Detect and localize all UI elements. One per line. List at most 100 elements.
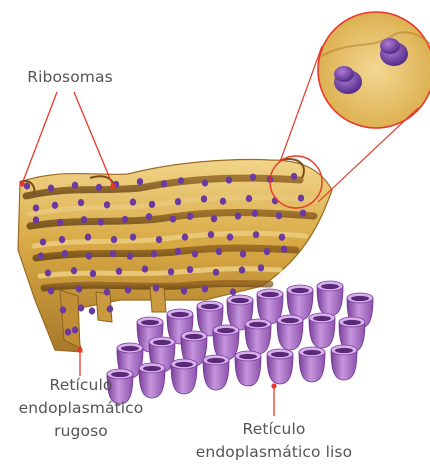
ribosome-dot — [298, 194, 304, 201]
ribosome-dot — [264, 248, 270, 255]
ribosome-dot — [72, 326, 78, 333]
label-rough-er-line1: Retículo — [8, 374, 154, 397]
ribosome-dot — [24, 182, 30, 189]
smooth-er-tubule — [299, 347, 325, 382]
ribosome-dot — [149, 201, 155, 208]
ribosome-dot — [104, 201, 110, 208]
ribosome-dot — [98, 218, 104, 225]
smooth-er-tubule — [267, 349, 293, 384]
ribosome-dot — [235, 212, 241, 219]
ribosome-dot — [62, 250, 68, 257]
ribosome-dot — [187, 213, 193, 220]
ribosome-dot — [85, 233, 91, 240]
ribosome-dot — [211, 215, 217, 222]
ribosome-dot — [246, 195, 252, 202]
smooth-er-tubule — [235, 351, 261, 386]
ribosome-dot — [240, 250, 246, 257]
ribosome-dot — [96, 184, 102, 191]
ribosome-dot — [72, 182, 78, 189]
ribosome-dot — [89, 307, 95, 314]
ribosome-dot — [78, 304, 84, 311]
label-rough-er-line3: rugoso — [8, 420, 154, 443]
ribosome-dot — [151, 250, 157, 257]
ribosome-dot — [291, 173, 297, 180]
ribosome-dot — [76, 285, 82, 292]
ribosome-dot — [130, 199, 136, 206]
ribosome-dot — [170, 215, 176, 222]
ribosome-dot — [250, 174, 256, 181]
ribosome-dot — [202, 179, 208, 186]
ribosome-dot — [281, 246, 287, 253]
ribosome-dot — [110, 250, 116, 257]
ribosome-dot — [52, 202, 58, 209]
ribosome-dot — [208, 231, 214, 238]
ribosome-dot — [127, 253, 133, 260]
ribosome-dot — [276, 212, 282, 219]
smooth-er-tubule — [317, 281, 343, 316]
ribosome-dot — [48, 185, 54, 192]
ribosome-dot — [213, 269, 219, 276]
ribosome-dot — [230, 288, 236, 295]
ribosome-dot — [156, 236, 162, 243]
ribosome-dot — [116, 268, 122, 275]
ribosome-dot — [33, 216, 39, 223]
ribosome-dot — [216, 248, 222, 255]
ribosome-dot — [137, 178, 143, 185]
ribosome-dot — [192, 250, 198, 257]
ribosome-dot — [168, 268, 174, 275]
ribosome-dot — [201, 195, 207, 202]
ribosomas-leader-right-dot — [110, 183, 115, 188]
ribosome-dot — [57, 219, 63, 226]
ribosomas-leader-right — [74, 92, 113, 186]
ribosome-dot — [65, 328, 71, 335]
ribosome-dot — [227, 234, 233, 241]
ribosome-dot — [153, 284, 159, 291]
ribosomas-leader-left — [22, 92, 57, 184]
ribosome-dot — [181, 287, 187, 294]
label-smooth-er-line2: endoplasmático liso — [186, 441, 362, 464]
ribosome-dot — [81, 216, 87, 223]
ribosome-dot — [226, 176, 232, 183]
ribosome-dot — [142, 265, 148, 272]
ribosome-dot — [107, 305, 113, 312]
ribosome-dot — [71, 267, 77, 274]
ribosome-dot — [175, 248, 181, 255]
ribosome-dot — [253, 231, 259, 238]
liso-leader-dot — [271, 383, 276, 388]
ribosome-dot — [78, 199, 84, 206]
ribosome-dot — [90, 270, 96, 277]
ribosome-dot — [111, 236, 117, 243]
label-ribosomas: Ribosomas — [10, 66, 130, 89]
ribosome-dot — [258, 264, 264, 271]
smooth-er-tubule — [309, 313, 335, 348]
label-rough-er: Retículo endoplasmático rugoso — [8, 374, 154, 443]
ribosome-dot — [38, 252, 44, 259]
ribosome-dot — [182, 234, 188, 241]
ribosome-dot — [60, 306, 66, 313]
ribosome-dot — [33, 204, 39, 211]
ribosome-dot — [175, 198, 181, 205]
ribosome-dot — [59, 236, 65, 243]
ribosome-dot — [45, 269, 51, 276]
smooth-er-tubule — [277, 315, 303, 350]
label-smooth-er-line1: Retículo — [186, 418, 362, 441]
smooth-er-tubule — [245, 319, 271, 354]
ribosome-dot — [187, 266, 193, 273]
ribosome-dot — [239, 266, 245, 273]
ribosome-dot — [122, 216, 128, 223]
ribosome-dot — [48, 287, 54, 294]
label-rough-er-line2: endoplasmático — [8, 397, 154, 420]
ribosome-dot — [104, 288, 110, 295]
label-smooth-er: Retículo endoplasmático liso — [186, 418, 362, 464]
ribosome-dot — [178, 177, 184, 184]
ribosome-dot — [279, 234, 285, 241]
ribosome-dot — [86, 253, 92, 260]
ribosome-dot — [220, 198, 226, 205]
smooth-er-tubule — [203, 355, 229, 390]
smooth-er-tubule — [171, 359, 197, 394]
smooth-er-tubule — [331, 345, 357, 380]
zoom-leader-top — [280, 46, 322, 162]
ribosome-dot — [252, 210, 258, 217]
ribosome-dot — [146, 213, 152, 220]
